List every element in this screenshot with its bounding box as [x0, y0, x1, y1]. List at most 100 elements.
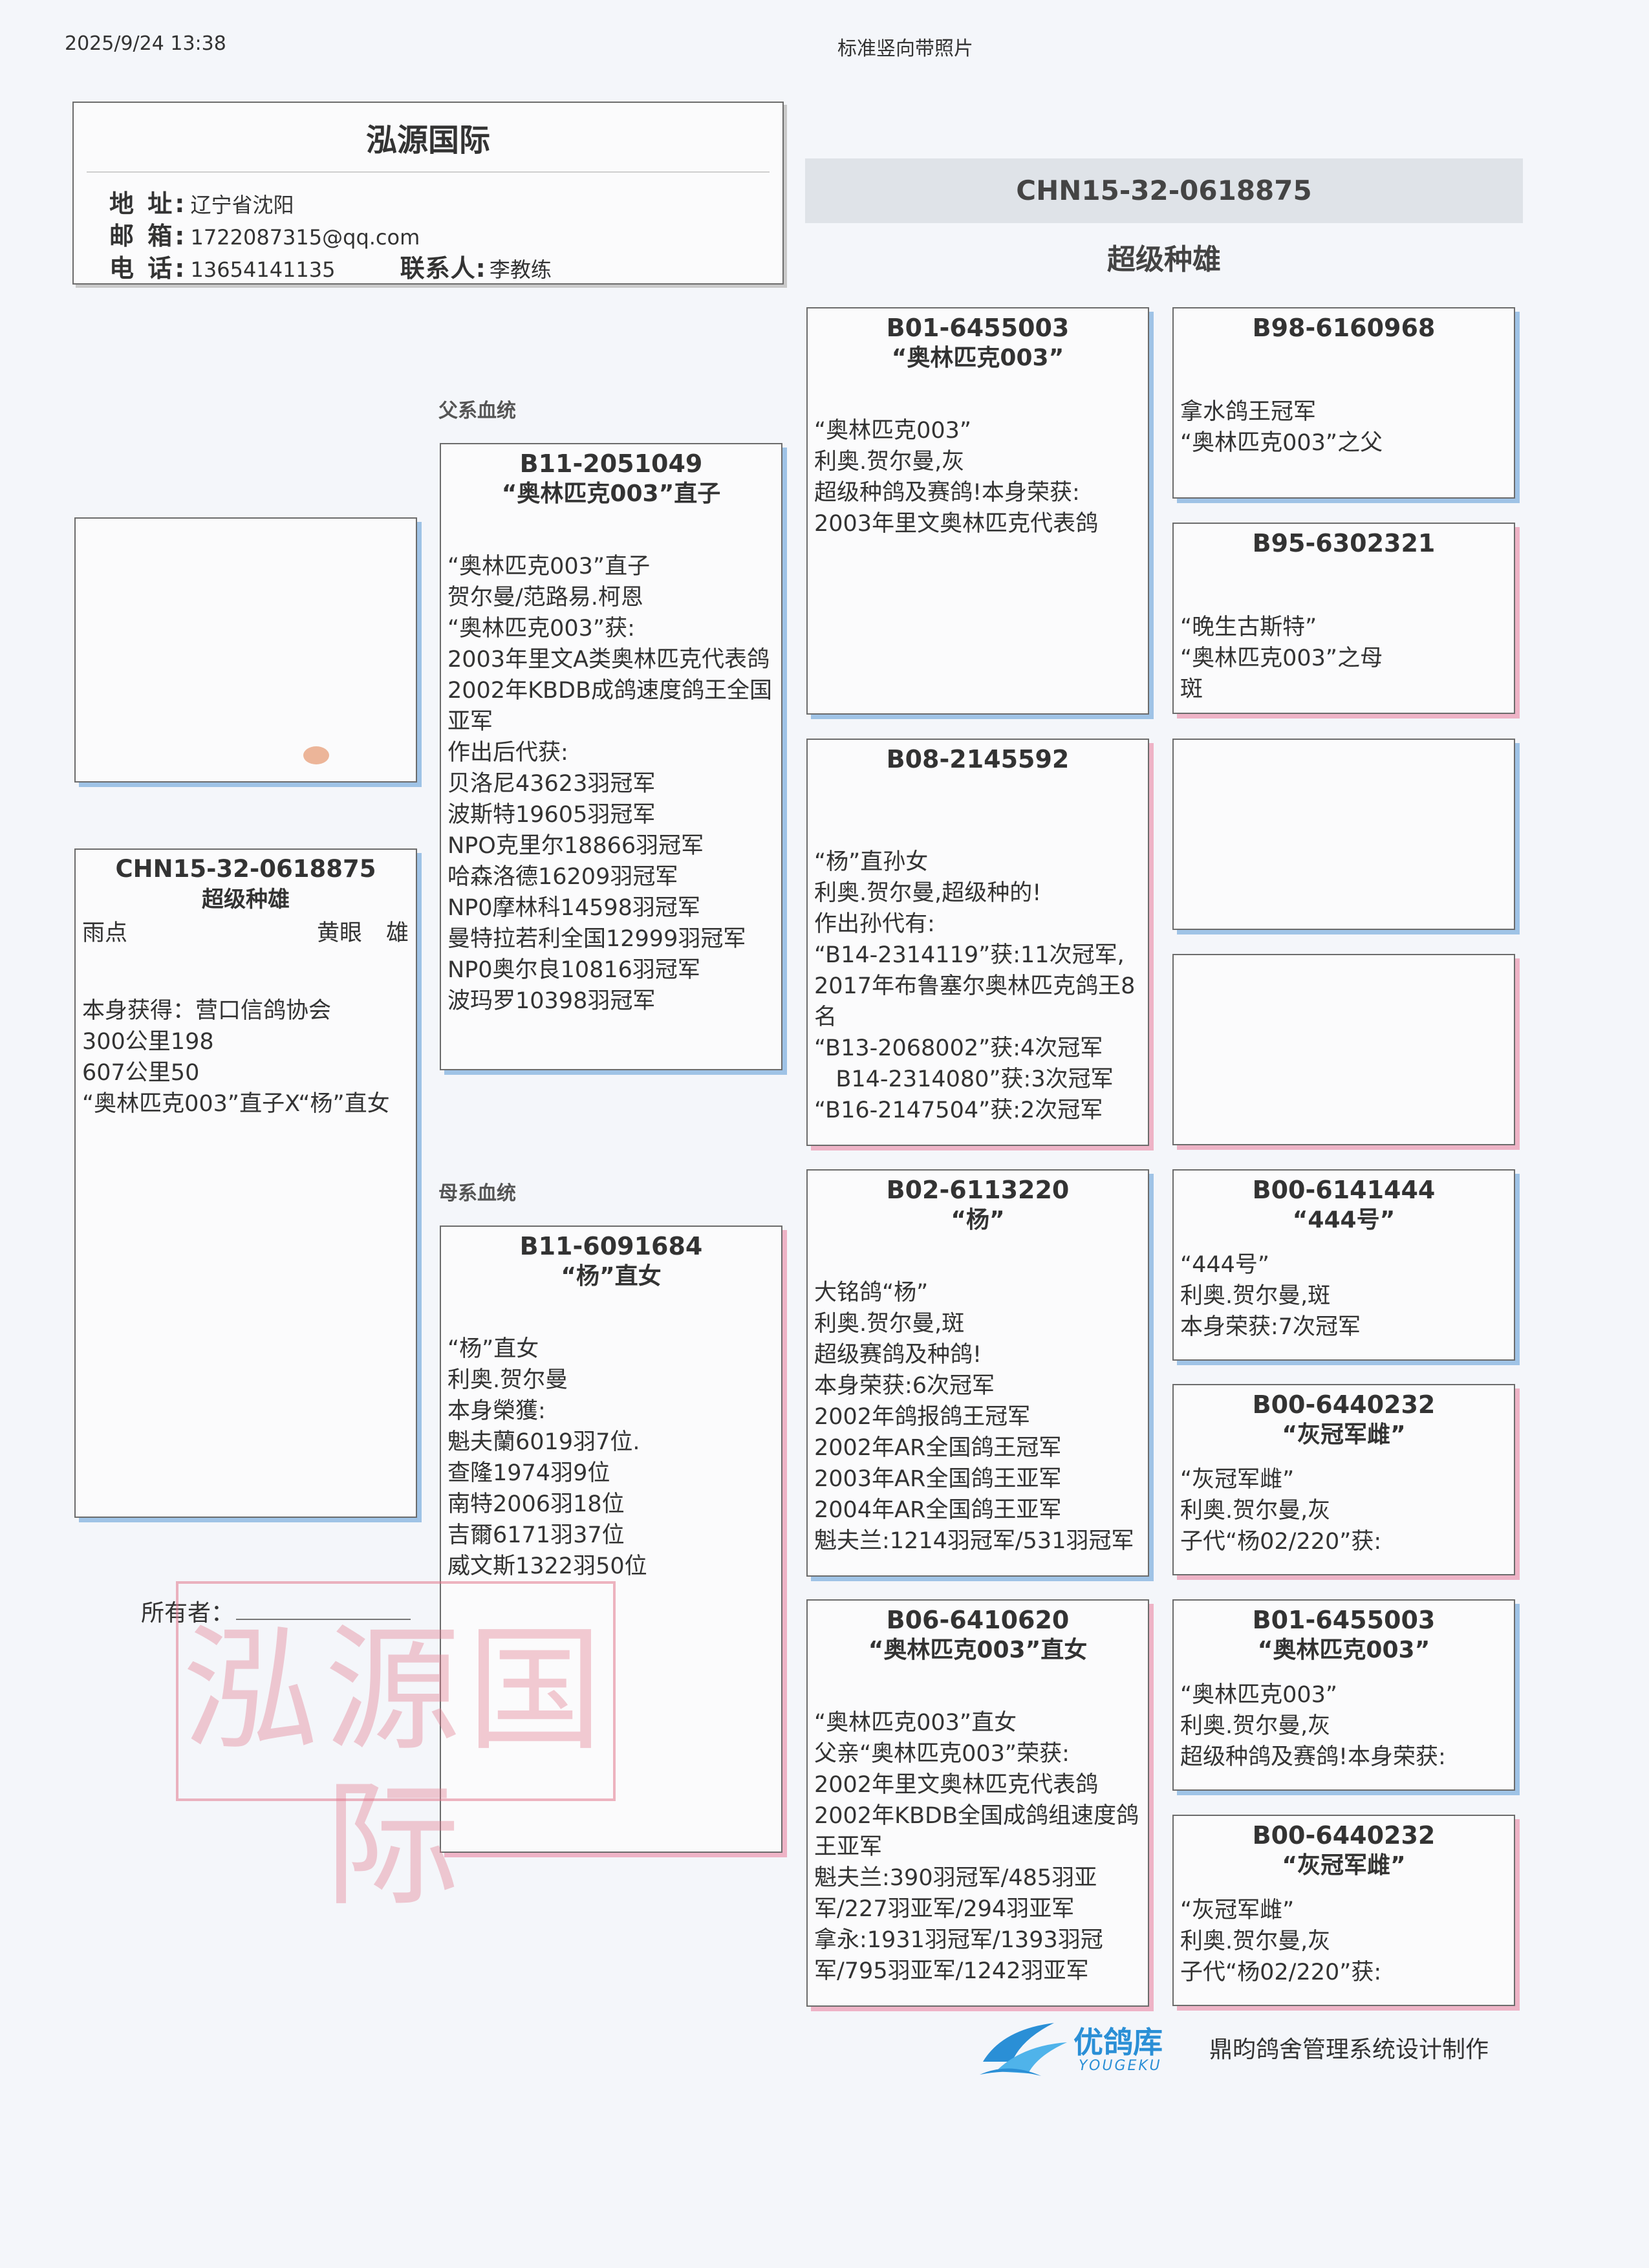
dam-line-label: 母系血统 — [438, 1182, 516, 1205]
g3-ring: B98-6160968 — [1252, 314, 1436, 342]
owner-stamp: 泓源国际 — [176, 1581, 616, 1923]
sire-line: 波斯特19605羽冠军 — [447, 802, 656, 828]
subject-sex: 雄 — [386, 920, 409, 946]
g2-name: “奥林匹克003” — [891, 345, 1064, 371]
g2-line: 2002年鸽报鸽王冠军 — [814, 1404, 1031, 1430]
youge-logo-icon — [976, 2016, 1073, 2081]
subject-eye: 黄眼 — [317, 920, 363, 946]
g2-line: “奥林匹克003”直女 — [814, 1710, 1017, 1736]
right-ring-band: CHN15-32-0618875 — [805, 158, 1523, 223]
loft-name: 泓源国际 — [365, 122, 490, 158]
subject-line: 本身获得：营口信鸽协会 — [82, 998, 332, 1024]
sire-line: 曼特拉若利全国12999羽冠军 — [447, 926, 746, 952]
g3-ring: B00-6141444 — [1252, 1176, 1436, 1204]
sire-ring: B11-2051049 — [519, 449, 703, 478]
sire-line: 波玛罗10398羽冠军 — [447, 988, 656, 1014]
g2-line: B14-2314080”获:3次冠军 — [814, 1066, 1114, 1092]
g2-name: “杨” — [951, 1207, 1005, 1233]
pigeon-photo — [74, 517, 417, 783]
g3-line: “奥林匹克003”之父 — [1180, 430, 1383, 456]
g3-ring: B00-6440232 — [1252, 1390, 1436, 1419]
sire-line: 作出后代获: — [447, 740, 568, 766]
g3-box-3-empty — [1172, 739, 1515, 930]
g3-ring: B01-6455003 — [1252, 1606, 1436, 1634]
g2-name: “奥林匹克003”直女 — [868, 1637, 1088, 1663]
g3-box-5: B00-6141444 “444号” “444号” 利奥.贺尔曼,斑 本身荣获:… — [1172, 1169, 1515, 1361]
logo-cn: 优鸽库 — [1073, 2025, 1163, 2060]
g3-box-8: B00-6440232 “灰冠军雌” “灰冠军雌” 利奥.贺尔曼,灰 子代“杨0… — [1172, 1815, 1515, 2006]
subject-color: 雨点 — [82, 920, 128, 946]
sire-line: 贺尔曼/范路易.柯恩 — [447, 585, 643, 610]
g3-line: “灰冠军雌” — [1180, 1467, 1295, 1493]
g3-line: 利奥.贺尔曼,灰 — [1180, 1928, 1331, 1954]
loft-divider — [87, 171, 770, 173]
g2-line: 父亲“奥林匹克003”荣获: — [814, 1741, 1070, 1767]
g2-line: “B16-2147504”获:2次冠军 — [814, 1097, 1103, 1123]
sire-line: “奥林匹克003”直子 — [447, 554, 651, 579]
g3-line: “奥林匹克003” — [1180, 1682, 1338, 1708]
sire-description: “奥林匹克003”直子 贺尔曼/范路易.柯恩 “奥林匹克003”获: 2003年… — [441, 551, 781, 1017]
dam-line: 威文斯1322羽50位 — [447, 1553, 647, 1579]
g3-line: 利奥.贺尔曼,灰 — [1180, 1498, 1331, 1524]
sire-line-label: 父系血统 — [438, 400, 516, 422]
subject-line: 607公里50 — [82, 1060, 200, 1086]
g2-line: 利奥.贺尔曼,超级种的! — [814, 880, 1042, 906]
phone-label: 电 话: — [109, 254, 188, 283]
loft-info-box: 泓源国际 地 址: 辽宁省沈阳 邮 箱: 1722087315@qq.com 电… — [72, 102, 784, 285]
g2-line: “奥林匹克003” — [814, 418, 972, 444]
g3-box-4-empty — [1172, 954, 1515, 1145]
g3-line: 利奥.贺尔曼,灰 — [1180, 1713, 1331, 1739]
g3-line: 拿水鸽王冠军 — [1180, 399, 1317, 425]
dam-line: 吉爾6171羽37位 — [447, 1522, 625, 1548]
g3-line: 利奥.贺尔曼,斑 — [1180, 1283, 1331, 1309]
g2-ring: B02-6113220 — [886, 1176, 1070, 1204]
g2-line: 超级种鸽及赛鸽!本身荣获: — [814, 480, 1080, 506]
photo-spot — [303, 746, 329, 764]
g2-sire-sire: B01-6455003 “奥林匹克003” “奥林匹克003” 利奥.贺尔曼,灰… — [806, 307, 1149, 715]
g3-line: “奥林匹克003”之母 — [1180, 645, 1383, 671]
sire-line: NPO克里尔18866羽冠军 — [447, 833, 704, 859]
sire-line: “奥林匹克003”获: — [447, 616, 635, 642]
right-ring: CHN15-32-0618875 — [1016, 175, 1312, 206]
subject-title: 超级种雄 — [202, 887, 290, 913]
g3-box-7: B01-6455003 “奥林匹克003” “奥林匹克003” 利奥.贺尔曼,灰… — [1172, 1599, 1515, 1791]
email-label: 邮 箱: — [109, 222, 188, 250]
subject-line: 300公里198 — [82, 1029, 214, 1055]
g3-box-6: B00-6440232 “灰冠军雌” “灰冠军雌” 利奥.贺尔曼,灰 子代“杨0… — [1172, 1384, 1515, 1575]
dam-line: 魁夫蘭6019羽7位. — [447, 1429, 640, 1455]
g3-line: “灰冠军雌” — [1180, 1897, 1295, 1923]
sire-box: B11-2051049 “奥林匹克003”直子 “奥林匹克003”直子 贺尔曼/… — [440, 443, 782, 1070]
g3-line: “444号” — [1180, 1252, 1270, 1278]
g2-ring: B06-6410620 — [886, 1606, 1070, 1634]
template-name: 标准竖向带照片 — [837, 38, 973, 60]
g3-ring: B95-6302321 — [1252, 529, 1436, 557]
g2-line: 超级赛鸽及种鸽! — [814, 1342, 982, 1368]
sire-line: NP0摩林科14598羽冠军 — [447, 895, 700, 921]
right-title: 超级种雄 — [1107, 243, 1221, 276]
owner-signature-line — [236, 1619, 411, 1620]
g2-sire-dam: B08-2145592 “杨”直孙女 利奥.贺尔曼,超级种的! 作出孙代有: “… — [806, 739, 1149, 1146]
g2-dam-sire: B02-6113220 “杨” 大铭鸽“杨” 利奥.贺尔曼,斑 超级赛鸽及种鸽!… — [806, 1169, 1149, 1577]
sire-line: 2003年里文A类奥林匹克代表鸽 — [447, 647, 770, 673]
address-label: 地 址: — [109, 189, 188, 218]
sire-line: NP0奥尔良10816羽冠军 — [447, 957, 700, 983]
subject-description: 本身获得：营口信鸽协会 300公里198 607公里50 “奥林匹克003”直子… — [76, 995, 416, 1119]
dam-line: “杨”直女 — [447, 1336, 539, 1362]
g2-line: 2002年AR全国鸽王冠军 — [814, 1435, 1062, 1461]
phone-value: 13654141135 — [190, 257, 336, 282]
g2-line: 魁夫兰:1214羽冠军/531羽冠军 — [814, 1528, 1134, 1554]
footer-credit: 鼎昀鸽舍管理系统设计制作 — [1209, 2036, 1489, 2063]
dam-line: 利奥.贺尔曼 — [447, 1367, 568, 1393]
sire-line: 2002年KBDB成鸽速度鸽王全国亚军 — [447, 678, 772, 735]
g3-ring: B00-6440232 — [1252, 1821, 1436, 1850]
subject-line: “奥林匹克003”直子X“杨”直女 — [82, 1091, 390, 1117]
g3-box-1: B98-6160968 拿水鸽王冠军 “奥林匹克003”之父 — [1172, 307, 1515, 499]
dam-box: B11-6091684 “杨”直女 “杨”直女 利奥.贺尔曼 本身榮獲: 魁夫蘭… — [440, 1226, 782, 1853]
g2-line: “B14-2314119”获:11次冠军, — [814, 942, 1125, 968]
sire-name: “奥林匹克003”直子 — [501, 481, 721, 507]
g3-line: 子代“杨02/220”获: — [1180, 1960, 1382, 1985]
subject-ring: CHN15-32-0618875 — [115, 855, 376, 883]
g3-name: “奥林匹克003” — [1257, 1637, 1430, 1663]
g3-line: 斑 — [1180, 676, 1203, 702]
g2-line: 大铭鸽“杨” — [814, 1280, 929, 1306]
